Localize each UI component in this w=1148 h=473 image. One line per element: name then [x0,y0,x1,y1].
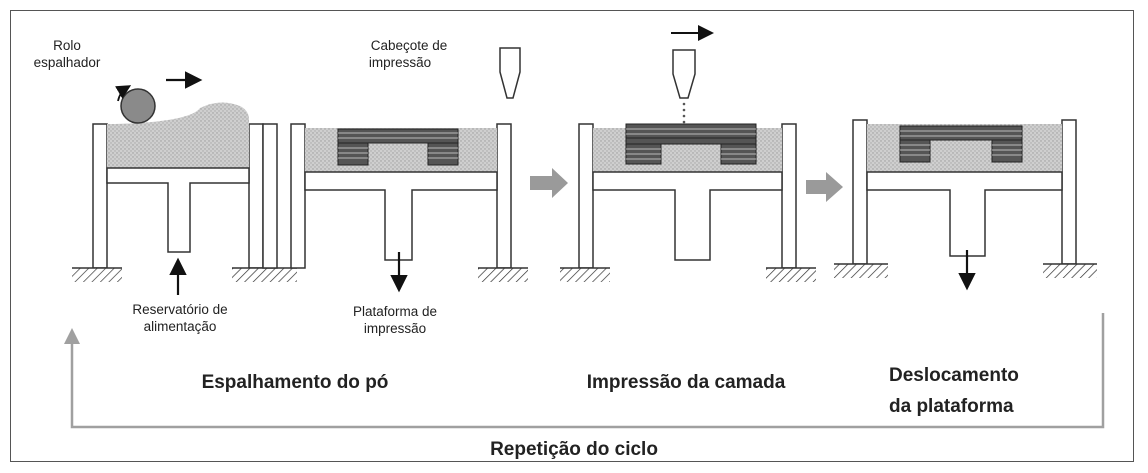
binder-droplets [682,102,686,124]
cycle-return-arrow [64,313,1105,429]
print-head-active [671,25,714,124]
printed-part-3 [899,125,1023,163]
printed-part-1 [337,128,459,166]
platform-label-line2: impressão [364,321,426,336]
print-head-idle [499,47,521,99]
stage-displacement-line1: Deslocamento [889,365,1019,386]
ground-build-1 [478,267,528,282]
feed-reservoir [92,102,264,269]
ground-build-2 [560,267,816,282]
process-arrow-2 [806,172,843,202]
platform-label-line1: Plataforma de [353,304,437,319]
reservoir-label-line2: alimentação [144,319,217,334]
stage-printing: Impressão da camada [587,372,786,393]
process-arrow-1 [530,168,568,198]
ground-feed [72,267,297,282]
ground-build-3 [834,263,1097,278]
stage-displacement-line2: da plataforma [889,396,1014,417]
build-chamber-2 [578,123,797,269]
cycle-label: Repetição do ciclo [490,439,658,460]
stage-spreading: Espalhamento do pó [202,372,389,393]
build-chamber-3 [852,119,1077,265]
print-head-label-line1: Cabeçote de [371,38,448,53]
reservoir-label-line1: Reservatório de [132,302,227,317]
roller-label-line1: Rolo [53,38,81,53]
print-head-label-line2: impressão [369,55,431,70]
spreading-roller [115,71,203,124]
build-chamber-1 [262,123,512,269]
roller-label-line2: espalhador [34,55,101,70]
printed-part-2 [625,123,757,165]
